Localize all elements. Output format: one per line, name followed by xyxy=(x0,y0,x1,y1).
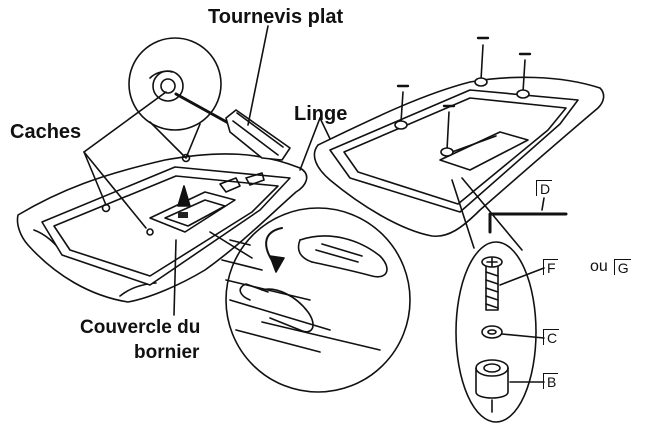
label-linge: Linge xyxy=(294,103,348,125)
part-label-b: B xyxy=(543,373,559,389)
part-c-box: C xyxy=(543,329,560,345)
cap-hole-3 xyxy=(146,228,154,236)
label-tournevis: Tournevis plat xyxy=(208,6,344,28)
part-label-d: D xyxy=(536,180,553,196)
screwdriver-shaft xyxy=(174,92,234,127)
label-couvercle-line2: bornier xyxy=(134,342,200,363)
part-label-f: F xyxy=(543,259,558,275)
part-label-c: C xyxy=(543,329,560,345)
label-couvercle-line1: Couvercle du xyxy=(80,317,201,338)
stand-screws xyxy=(394,36,532,157)
part-ou-text: ou xyxy=(590,258,608,275)
label-caches: Caches xyxy=(10,121,82,143)
part-label-g: ou G xyxy=(590,259,631,275)
part-f-box: F xyxy=(543,259,558,275)
part-d-box: D xyxy=(536,180,553,196)
part-b-box: B xyxy=(543,373,559,389)
hex-key xyxy=(488,212,568,234)
left-tv-back xyxy=(41,166,291,286)
screwdriver-handle xyxy=(225,109,291,161)
part-g-box: G xyxy=(613,259,631,275)
cap-hole-2 xyxy=(181,153,191,163)
